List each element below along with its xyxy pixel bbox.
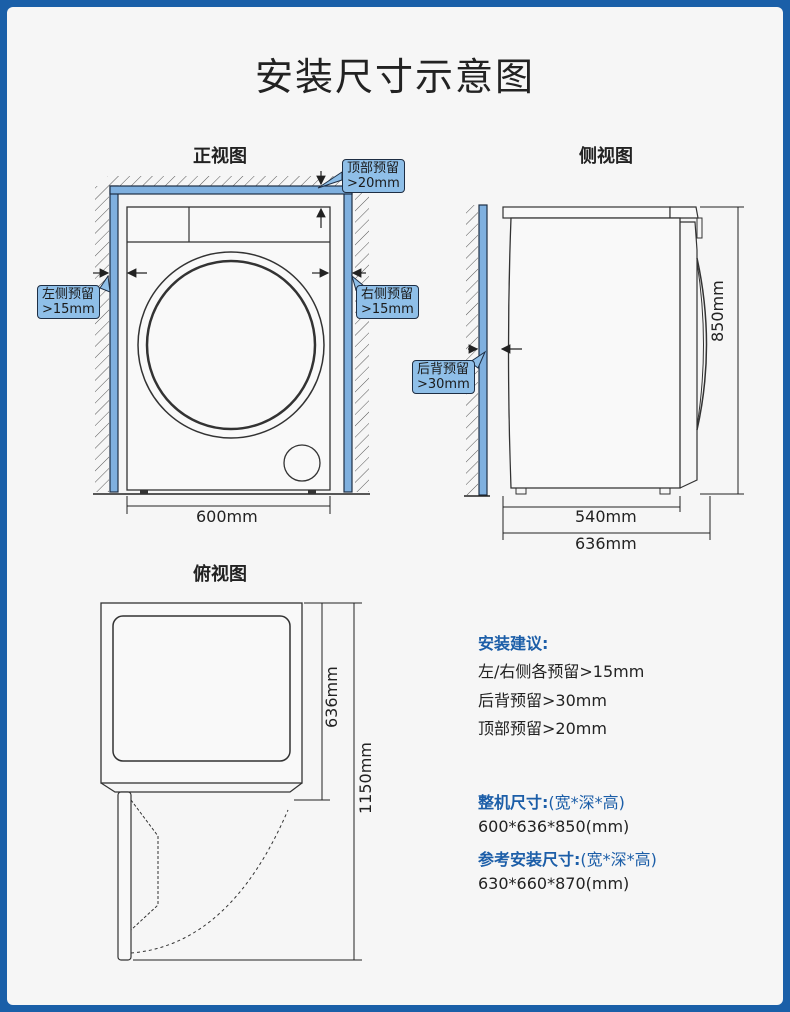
callout-label: 左侧预留 <box>42 287 95 302</box>
machine-size-row: 整机尺寸:(宽*深*高) <box>478 789 625 813</box>
machine-size-label: 整机尺寸: <box>478 793 549 812</box>
advice-line: 顶部预留>20mm <box>478 719 607 738</box>
top-depth-label: 636mm <box>322 666 341 728</box>
side-view <box>464 204 744 540</box>
front-width-label: 600mm <box>196 507 258 526</box>
callout-value: >20mm <box>347 176 400 191</box>
machine-size-note: (宽*深*高) <box>548 793 625 812</box>
top-wall-hatch <box>107 176 357 186</box>
callout-value: >15mm <box>42 302 95 317</box>
back-wall-hatch <box>466 205 478 495</box>
advice-heading: 安装建议: <box>478 634 549 653</box>
advice-line: 后背预留>30mm <box>478 691 607 710</box>
callout-value: >15mm <box>361 302 414 317</box>
install-size-row: 参考安装尺寸:(宽*深*高) <box>478 846 657 870</box>
back-clearance-callout: 后背预留 >30mm <box>412 360 475 394</box>
open-door <box>117 791 132 961</box>
right-clearance-callout: 右侧预留 >15mm <box>356 285 419 319</box>
advice-line: 左/右侧各预留>15mm <box>478 662 645 681</box>
left-clearance-bar <box>109 185 119 493</box>
install-size-note: (宽*深*高) <box>580 850 657 869</box>
front-view <box>93 171 370 514</box>
washer-top-body <box>100 602 303 784</box>
callout-value: >30mm <box>417 377 470 392</box>
back-clearance-bar <box>478 204 488 496</box>
right-wall-hatch <box>355 186 369 492</box>
right-clearance-bar <box>343 185 353 493</box>
machine-size-value: 600*636*850(mm) <box>478 817 630 836</box>
washer-side-body <box>507 217 681 489</box>
callout-label: 后背预留 <box>417 362 470 377</box>
door-outer <box>137 251 325 439</box>
left-clearance-callout: 左侧预留 >15mm <box>37 285 100 319</box>
left-wall-hatch <box>95 186 109 492</box>
top-view <box>100 602 362 961</box>
install-size-value: 630*660*870(mm) <box>478 874 630 893</box>
callout-label: 顶部预留 <box>347 161 400 176</box>
front-view-title: 正视图 <box>193 146 247 167</box>
side-body-depth-label: 540mm <box>575 507 637 526</box>
install-size-label: 参考安装尺寸: <box>478 850 581 869</box>
filter-cap <box>283 444 321 482</box>
door-inner <box>145 259 317 431</box>
top-view-title: 俯视图 <box>193 564 247 585</box>
side-total-depth-label: 636mm <box>575 534 637 553</box>
top-clearance-callout: 顶部预留 >20mm <box>342 159 405 193</box>
top-open-depth-label: 1150mm <box>356 742 375 814</box>
side-view-title: 侧视图 <box>579 146 633 167</box>
side-height-label: 850mm <box>708 280 727 342</box>
washer-front-body <box>126 206 331 491</box>
top-clearance-bar <box>109 185 353 195</box>
page-title: 安装尺寸示意图 <box>254 55 535 99</box>
callout-label: 右侧预留 <box>361 287 414 302</box>
